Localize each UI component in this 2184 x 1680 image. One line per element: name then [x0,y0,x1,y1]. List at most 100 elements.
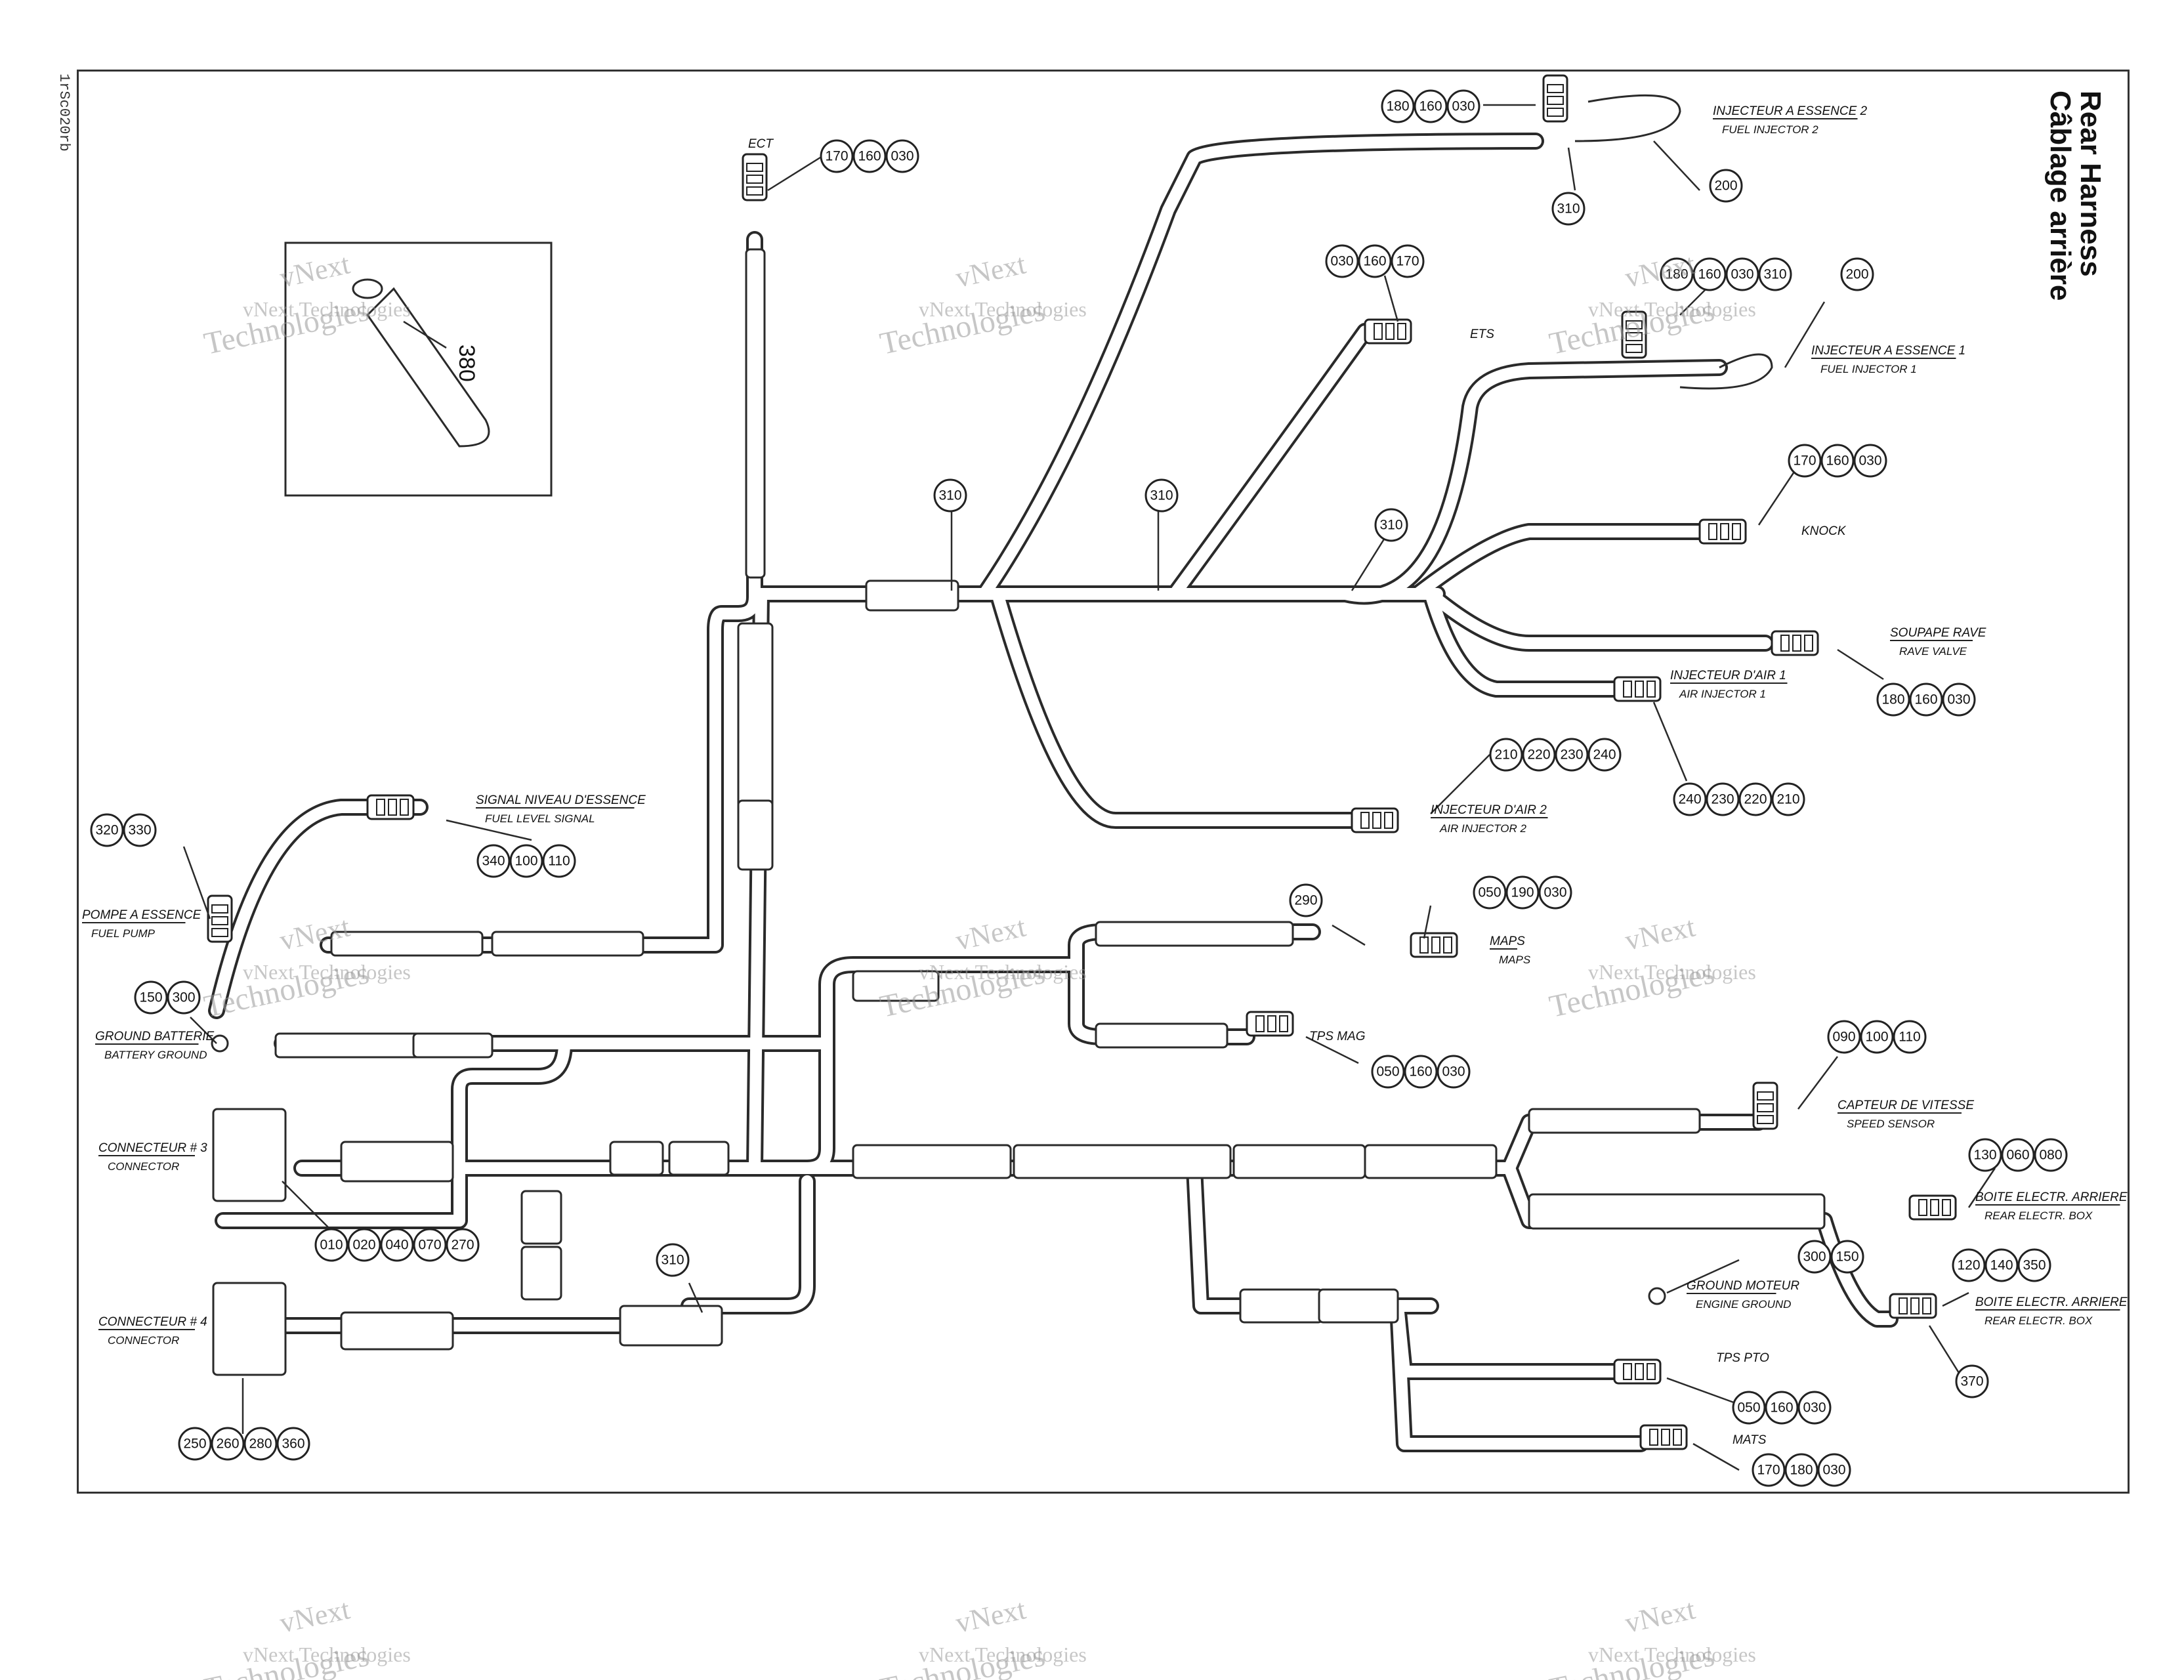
callout-number: 260 [216,1437,239,1452]
sublabel-fuel-injector-2: FUEL INJECTOR 2 [1722,123,1818,136]
callout-number: 170 [1793,453,1816,469]
callout-number: 140 [1990,1258,2013,1273]
callout-number: 160 [858,149,881,164]
callout-number: 180 [1386,99,1409,114]
callout-knock-1: 160 [1820,444,1855,478]
callout-number: 210 [1776,792,1799,807]
leader-lines [182,104,1996,1471]
label-battery-ground: GROUND BATTERIE [95,1030,215,1043]
callout-rear-box-2-1: 140 [1984,1248,2019,1282]
watermark-text: vNext Technologies [243,297,411,321]
callout-fuel-level-0: 340 [476,844,511,878]
callout-rear-box-1-1: 060 [2001,1138,2035,1172]
callout-number: 130 [1973,1148,1996,1163]
callout-rave-0: 180 [1876,682,1910,717]
callout-conn3-3: 070 [413,1228,447,1262]
label-knock: KNOCK [1801,524,1847,538]
callout-battery-1: 300 [167,980,201,1015]
callout-rave-2: 030 [1942,682,1976,717]
label-maps: MAPS [1490,934,1525,948]
callout-tps-pto-2: 030 [1797,1391,1832,1425]
callout-fi2-top-0: 180 [1381,89,1415,123]
callout-number: 090 [1832,1030,1855,1045]
callout-number: 040 [385,1238,408,1253]
watermark-text: vNext Technologies [1588,960,1756,984]
watermark-text: vNext [953,1593,1028,1639]
callout-clip-b-0: 310 [1144,478,1179,513]
callout-number: 300 [1803,1250,1826,1265]
callout-number: 060 [2006,1148,2029,1163]
callout-number: 270 [451,1238,474,1253]
callout-clip-d-0: 310 [656,1243,690,1277]
watermark-text: vNext Technologies [919,960,1087,984]
callout-number: 150 [139,990,162,1005]
callout-ai2-0: 210 [1489,738,1523,772]
callout-number: 160 [1914,692,1937,707]
watermark-text: vNext Technologies [1588,297,1756,321]
callout-number: 020 [352,1238,375,1253]
callout-ai2-2: 230 [1555,738,1589,772]
callout-fi2-top-1: 160 [1414,89,1448,123]
label-fuel-level-signal: SIGNAL NIVEAU D'ESSENCE [476,793,646,807]
callout-fi1-2: 030 [1725,257,1759,291]
callout-number: 030 [1803,1400,1826,1416]
callout-tps-pto-1: 160 [1765,1391,1799,1425]
callout-number: 030 [1858,453,1881,469]
callout-number: 230 [1711,792,1734,807]
callout-mats-0: 170 [1752,1453,1786,1487]
sublabel-fuel-pump: FUEL PUMP [91,927,156,940]
callout-number: 240 [1678,792,1701,807]
callout-fuel-pump-0: 320 [90,813,124,847]
callout-number: 280 [249,1437,272,1452]
callout-fuel-pump-1: 330 [123,813,157,847]
diagram-border [77,70,2130,1494]
callout-engine-ground-1: 150 [1830,1240,1864,1274]
label-rave-valve: SOUPAPE RAVE [1890,626,1986,640]
callout-number: 030 [1731,267,1754,282]
sublabel-air-injector-2: AIR INJECTOR 2 [1439,822,1526,835]
callout-fi1-3: 310 [1758,257,1792,291]
callout-number: 310 [1379,518,1402,533]
callout-number: 030 [1947,692,1970,707]
sublabel-speed-sensor: SPEED SENSOR [1847,1118,1935,1130]
label-engine-ground: GROUND MOTEUR [1687,1279,1799,1293]
label-connector-3: CONNECTEUR # 3 [98,1141,207,1155]
label-fuel-injector-1: INJECTEUR A ESSENCE 1 [1811,344,1965,358]
callout-number: 310 [1557,201,1580,217]
callout-number: 070 [418,1238,441,1253]
callout-fi2-top-2: 030 [1446,89,1480,123]
callout-speed-2: 110 [1893,1020,1927,1054]
sublabel-connector-3: CONNECTOR [108,1160,179,1173]
watermark-text: vNext [1622,1593,1698,1639]
callout-ai1-0: 240 [1673,782,1707,816]
callout-number: 180 [1665,267,1688,282]
callout-number: 150 [1836,1250,1858,1265]
watermark-text: vNext [953,910,1028,956]
callout-knock-0: 170 [1788,444,1822,478]
callout-mats-1: 180 [1784,1453,1818,1487]
callout-number: 170 [1757,1463,1780,1478]
callout-speed-1: 100 [1860,1020,1894,1054]
callout-number: 050 [1478,885,1501,900]
callout-number: 050 [1737,1400,1760,1416]
label-connector-4: CONNECTEUR # 4 [98,1315,207,1329]
callout-number: 310 [661,1253,684,1268]
callout-ets-1: 160 [1358,244,1392,278]
connector-symbols [207,74,1957,1450]
watermark-text: vNext Technologies [243,1643,411,1666]
callout-number: 170 [825,149,848,164]
label-tps-mag: TPS MAG [1309,1030,1366,1043]
callout-conn4-2: 280 [243,1427,278,1461]
callout-clip-a-0: 310 [933,478,967,513]
callout-number: 180 [1790,1463,1813,1478]
label-ect: ECT [748,137,774,151]
callout-number: 110 [548,854,570,869]
callout-number: 160 [1363,254,1386,269]
callout-number: 340 [482,854,505,869]
callout-number: 110 [1899,1030,1920,1045]
watermark-text: vNext Technologies [1588,1643,1756,1666]
